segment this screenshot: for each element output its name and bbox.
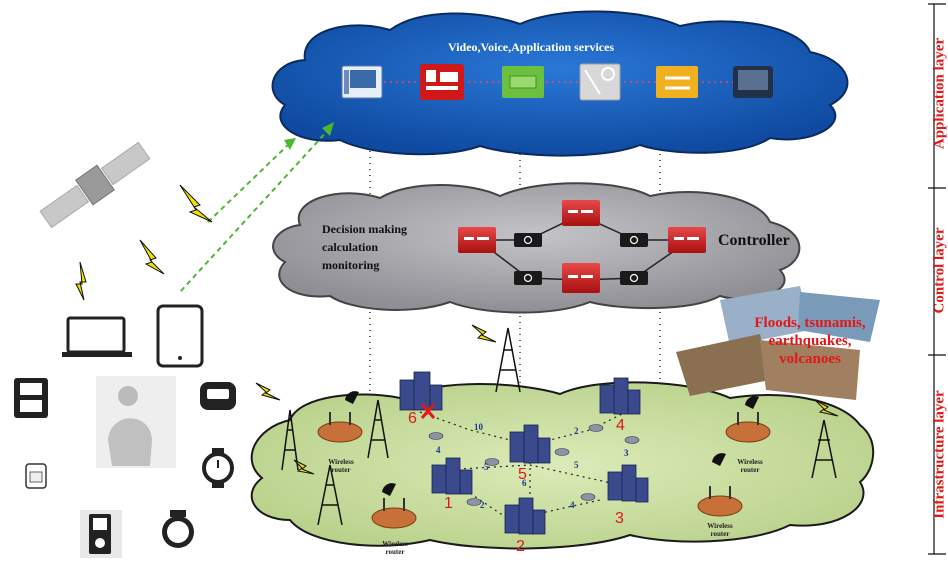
hop-label: 4 — [436, 445, 441, 455]
hop-label: 5 — [484, 462, 489, 472]
hop-label: 5 — [574, 460, 579, 470]
hop-label: 10 — [474, 422, 483, 432]
layer-label-application: Application layer — [932, 34, 948, 154]
load-balancer-icon — [656, 66, 698, 98]
node-label-1: 1 — [444, 495, 453, 513]
music-player-icon — [80, 510, 122, 558]
hop-label: 6 — [522, 478, 527, 488]
handheld-console-icon — [14, 378, 48, 418]
router-device-icon — [200, 382, 236, 410]
voice-server-icon — [420, 64, 464, 100]
monitoring-service-icon — [580, 64, 620, 100]
controller-node-top — [562, 200, 600, 226]
router-label: Wireless router — [730, 458, 770, 474]
video-phone-icon — [342, 66, 382, 98]
laptop-icon — [62, 318, 132, 357]
controller-node-left — [458, 227, 496, 253]
wristwatch-icon — [162, 510, 194, 548]
node-label-6: 6 — [408, 410, 417, 428]
app-services-title: Video,Voice,Application services — [448, 40, 614, 55]
controller-function-2: calculation — [322, 240, 378, 255]
disaster-text: Floods, tsunamis, earthquakes, volcanoes — [740, 314, 880, 368]
node-label-4: 4 — [616, 417, 625, 435]
router-label: Wireless router — [378, 540, 412, 556]
application-firewall-icon — [502, 66, 544, 98]
tablet-icon — [158, 306, 202, 366]
router-label: Wireless router — [700, 522, 740, 538]
satellite-icon — [37, 138, 153, 231]
controller-title: Controller — [718, 232, 790, 250]
person-photo-icon — [96, 376, 176, 468]
media-server-icon — [733, 66, 773, 98]
controller-function-3: monitoring — [322, 258, 379, 273]
layer-label-control: Control layer — [932, 219, 948, 323]
controller-node-right — [668, 227, 706, 253]
controller-node-bottom — [562, 263, 600, 293]
sim-card-icon — [26, 464, 46, 488]
controller-function-1: Decision making — [322, 222, 407, 237]
hop-label: 4 — [570, 500, 575, 510]
node-label-2: 2 — [516, 538, 525, 556]
hop-label: 3 — [624, 448, 629, 458]
node-label-3: 3 — [615, 510, 624, 528]
hop-label: 2 — [574, 426, 579, 436]
router-label: Wireless router — [326, 458, 356, 474]
watch-icon — [204, 448, 232, 488]
layer-label-infrastructure: Infrastructure layer — [932, 375, 948, 535]
hop-label: 2 — [480, 500, 485, 510]
